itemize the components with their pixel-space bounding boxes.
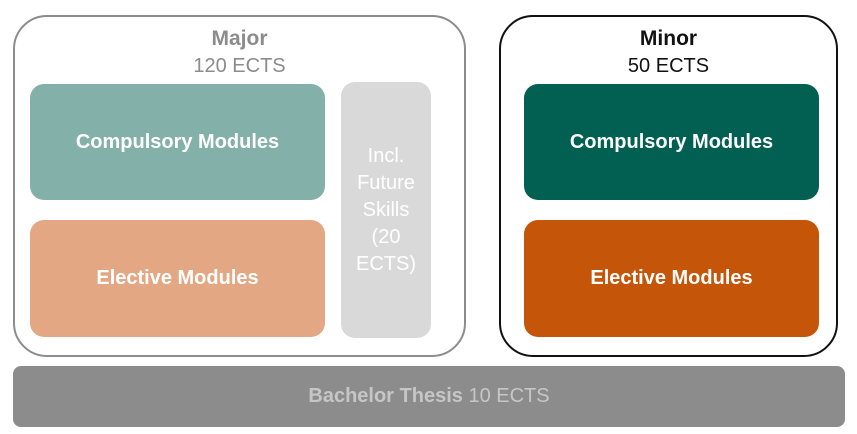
- future-skills-box: Incl. Future Skills (20 ECTS): [341, 82, 431, 338]
- future-skills-line-3: Skills: [362, 198, 410, 221]
- minor-compulsory-label: Compulsory Modules: [569, 130, 774, 153]
- major-compulsory-modules: Compulsory Modules: [30, 84, 325, 200]
- major-title: Major: [211, 27, 268, 50]
- future-skills-line-2: Future: [357, 171, 415, 194]
- minor-elective-label: Elective Modules: [590, 267, 753, 289]
- bachelor-thesis-bar: Bachelor Thesis 10 ECTS: [13, 366, 845, 427]
- major-compulsory-label: Compulsory Modules: [75, 130, 280, 153]
- minor-compulsory-modules: Compulsory Modules: [524, 84, 819, 200]
- future-skills-line-4: (20: [371, 225, 401, 248]
- thesis-name: Bachelor Thesis: [308, 385, 463, 407]
- major-ects: 120 ECTS: [193, 55, 286, 77]
- thesis-ects: 10 ECTS: [468, 385, 550, 407]
- major-elective-modules: Elective Modules: [30, 220, 325, 337]
- minor-title: Minor: [639, 27, 698, 50]
- minor-ects: 50 ECTS: [627, 55, 710, 77]
- future-skills-line-5: ECTS): [356, 252, 416, 275]
- minor-elective-modules: Elective Modules: [524, 220, 819, 337]
- major-elective-label: Elective Modules: [96, 267, 259, 289]
- future-skills-line-1: Incl.: [367, 144, 405, 167]
- future-skills-text: Incl. Future Skills (20 ECTS): [356, 143, 416, 278]
